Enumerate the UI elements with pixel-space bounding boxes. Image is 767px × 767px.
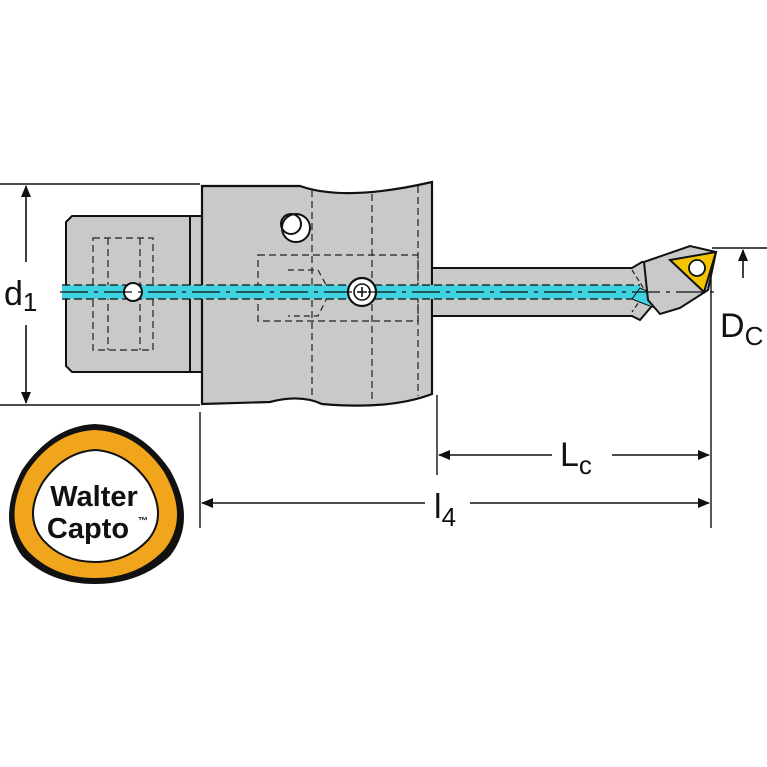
label-lc: Lc [560, 436, 592, 480]
label-l4: l4 [434, 488, 456, 532]
svg-text:Capto: Capto [47, 513, 129, 545]
insert [667, 250, 718, 294]
svg-text:Walter: Walter [50, 481, 138, 513]
label-dc: DC [720, 307, 763, 351]
cross-hole [281, 213, 311, 243]
walter-capto-logo: Walter Capto ™ [9, 424, 184, 584]
extension-lines [0, 183, 767, 528]
svg-text:™: ™ [138, 516, 148, 527]
label-d1: d1 [4, 275, 37, 317]
